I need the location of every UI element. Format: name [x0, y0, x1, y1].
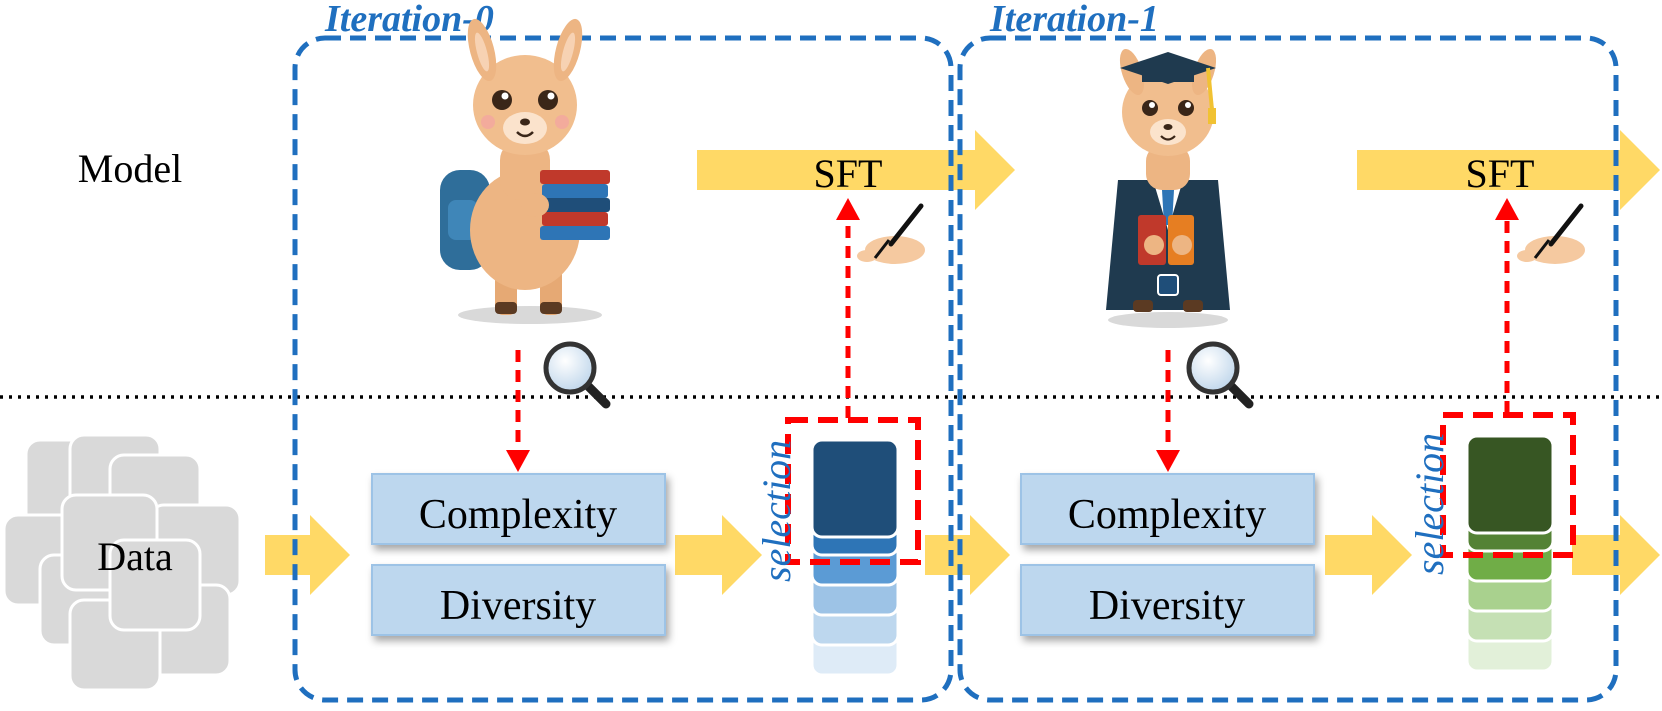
sft-label-1: SFT [1466, 151, 1535, 196]
arrow-data-in [265, 515, 350, 595]
llama-graduate-icon [1106, 48, 1230, 328]
data-stack-0 [810, 438, 900, 677]
metric-box-complexity-0 [371, 473, 666, 545]
iteration-0-title: Iteration-0 [324, 0, 494, 40]
stack-layer-0 [1465, 434, 1555, 535]
llama-student-icon [440, 18, 610, 324]
data-cards-icon [2, 433, 242, 692]
arrow-metrics-to-stack-0 [675, 515, 762, 595]
metric-label-diversity-0: Diversity [440, 583, 596, 629]
writing-hand-icon [857, 203, 925, 264]
arrow-iter0-to-iter1 [925, 515, 1010, 595]
inspect-arrow-0 [506, 350, 530, 472]
model-row-label: Model [78, 146, 182, 191]
magnifier-icon [1186, 341, 1254, 409]
metric-label-complexity-0: Complexity [419, 492, 617, 538]
metric-label-complexity-1: Complexity [1068, 492, 1266, 538]
selection-frame-1 [1440, 412, 1576, 558]
metric-box-diversity-1 [1020, 564, 1315, 636]
metric-label-diversity-1: Diversity [1089, 583, 1245, 629]
iteration-0-panel: Iteration-0 [292, 0, 954, 703]
arrow-metrics-to-stack-1 [1325, 515, 1412, 595]
iteration-1-panel: Iteration-1 [957, 0, 1619, 703]
iteration-1-border [957, 35, 1619, 703]
selection-frame-0 [785, 417, 921, 565]
inspect-arrow-1 [1156, 350, 1180, 472]
sft-label-0: SFT [814, 151, 883, 196]
flow-arrows [265, 130, 1660, 595]
arrow-sft-1 [1357, 130, 1660, 210]
writing-hand-icon [1517, 203, 1585, 264]
sft-feedback-arrow-0 [836, 198, 860, 418]
data-stack-1 [1465, 434, 1555, 673]
data-row-label: Data [97, 534, 173, 579]
metric-box-complexity-1 [1020, 473, 1315, 545]
arrow-sft-0 [697, 130, 1015, 210]
magnifier-icon [543, 341, 611, 409]
selection-label-0: selection [754, 440, 799, 582]
sft-feedback-arrow-1 [1495, 198, 1519, 413]
iteration-1-title: Iteration-1 [989, 0, 1159, 40]
iteration-0-border [292, 35, 954, 703]
selection-label-1: selection [1407, 433, 1452, 575]
metric-box-diversity-0 [371, 564, 666, 636]
stack-layer-0 [810, 438, 900, 539]
